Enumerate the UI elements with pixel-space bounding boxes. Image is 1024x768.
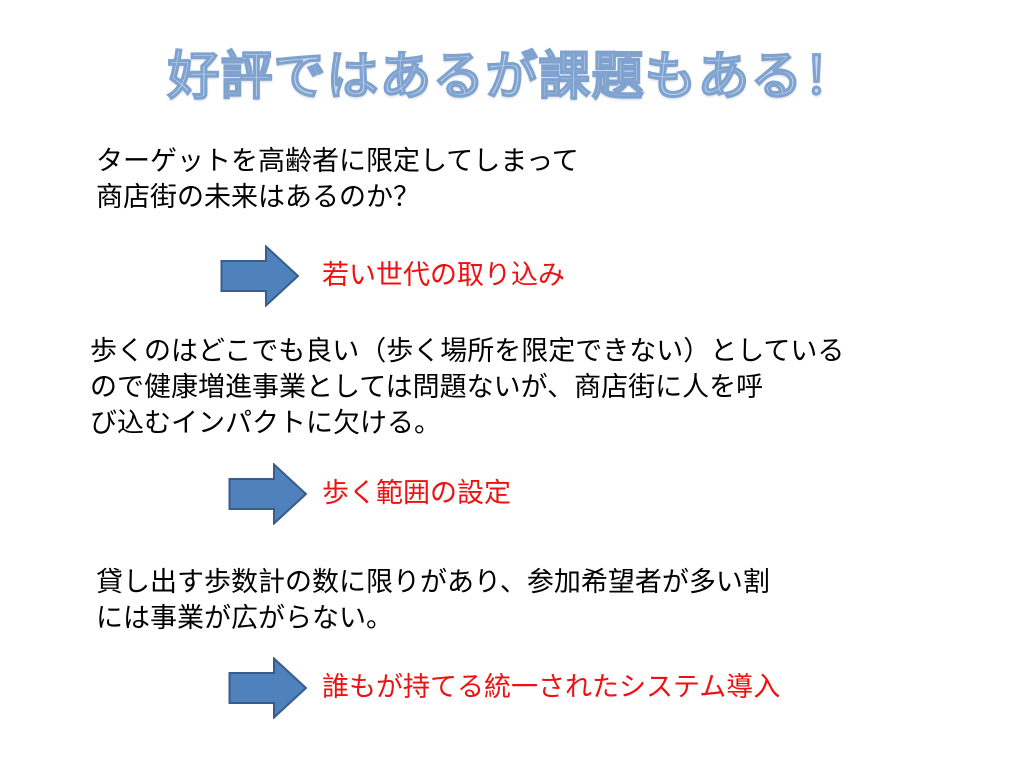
issue-3-text: 貸し出す歩数計の数に限りがあり、参加希望者が多い割 には事業が広がらない。: [96, 565, 770, 637]
right-arrow-icon: [220, 245, 300, 307]
issue-3-line-1: 貸し出す歩数計の数に限りがあり、参加希望者が多い割: [96, 567, 770, 598]
issue-3-line-2: には事業が広がらない。: [96, 603, 393, 634]
issue-2-text: 歩くのはどこでも良い（歩く場所を限定できない）としている ので健康増進事業として…: [90, 334, 844, 442]
right-arrow-icon: [228, 463, 308, 525]
issue-2-line-2: ので健康増進事業としては問題ないが、商店街に人を呼: [90, 372, 764, 403]
slide-title: 好評ではあるが課題もある！: [167, 46, 857, 108]
issue-1-text: ターゲットを高齢者に限定してしまって 商店街の未来はあるのか？: [96, 144, 579, 216]
issue-2-line-1: 歩くのはどこでも良い（歩く場所を限定できない）としている: [90, 336, 845, 367]
issue-1-line-2: 商店街の未来はあるのか？: [96, 182, 420, 213]
issue-1-line-1: ターゲットを高齢者に限定してしまって: [96, 146, 579, 177]
issue-3-solution: 誰もが持てる統一されたシステム導入: [322, 672, 781, 703]
issue-2-line-3: び込むインパクトに欠ける。: [90, 408, 441, 439]
issue-1-solution: 若い世代の取り込み: [322, 260, 565, 291]
right-arrow-icon: [228, 657, 308, 719]
issue-2-solution: 歩く範囲の設定: [322, 478, 511, 509]
